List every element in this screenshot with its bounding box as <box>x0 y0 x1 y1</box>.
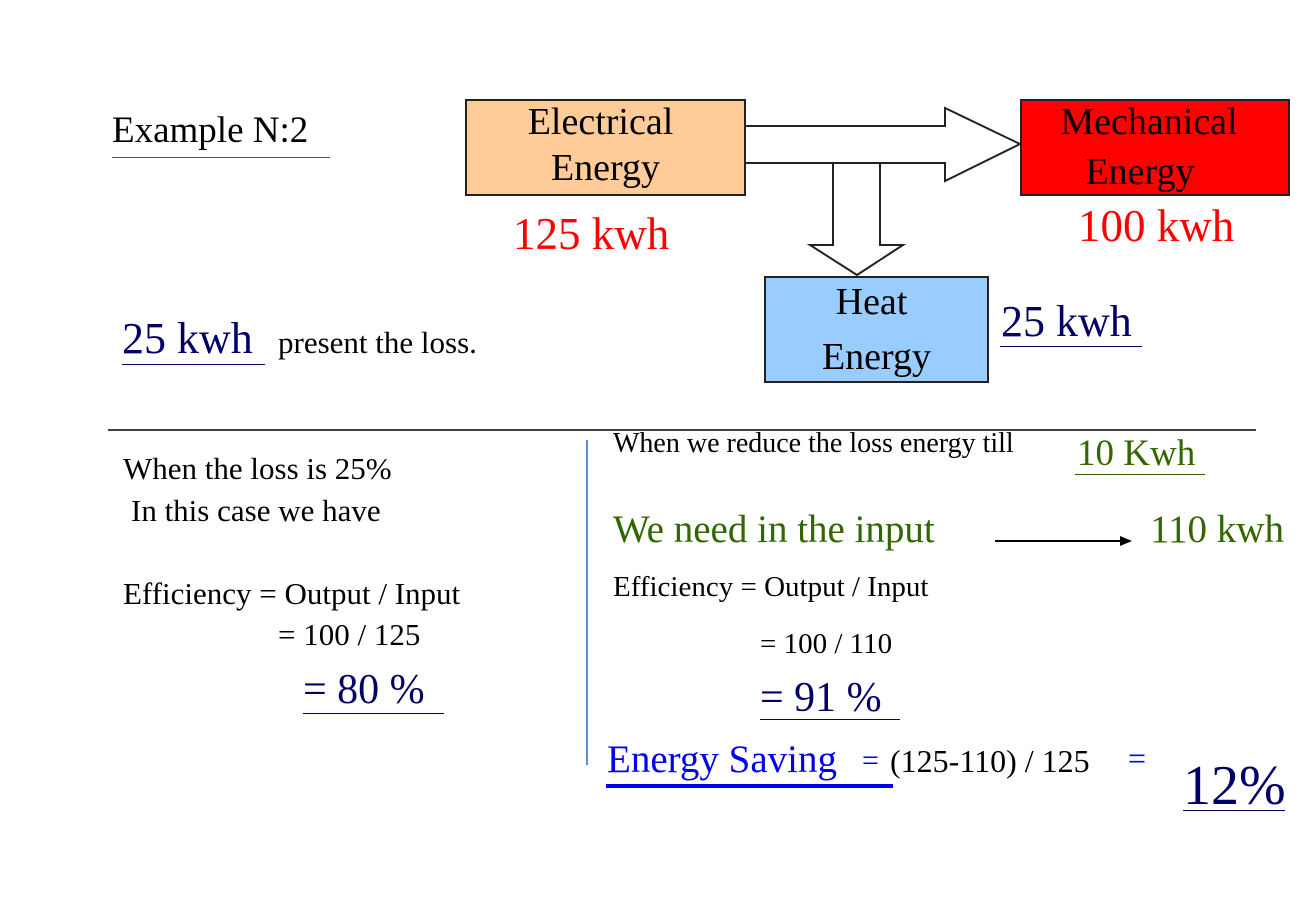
loss-value-underline <box>1000 346 1142 347</box>
saving-eq2: = <box>1128 740 1147 776</box>
need-value: 110 kwh <box>1150 508 1284 551</box>
box-label: Electrical <box>527 101 674 143</box>
box-label: Energy <box>550 147 661 189</box>
reduced-loss-underline <box>1075 474 1205 475</box>
box-label: Energy <box>1085 151 1195 193</box>
left-result-underline <box>303 713 444 714</box>
mechanical-energy-box: Mechanical Energy <box>1020 99 1290 196</box>
left-formula: Efficiency = Output / Input <box>123 576 461 611</box>
left-result: = 80 % <box>303 667 425 713</box>
reduced-loss-value: 10 Kwh <box>1077 433 1196 474</box>
energy-saving-label: Energy Saving <box>607 738 838 781</box>
left-calc: = 100 / 125 <box>278 617 421 652</box>
left-line2: In this case we have <box>131 493 381 528</box>
saving-calc: (125-110) / 125 <box>890 743 1090 779</box>
loss-value: 25 kwh <box>1001 297 1132 346</box>
loss-note-value: 25 kwh <box>122 314 253 363</box>
electrical-energy-box: Electrical Energy <box>465 99 746 196</box>
need-text: We need in the input <box>613 508 935 551</box>
heat-energy-box: Heat Energy <box>764 276 989 383</box>
box-label: Heat <box>835 281 908 323</box>
right-line1: When we reduce the loss energy till <box>613 428 1014 459</box>
right-formula: Efficiency = Output / Input <box>613 571 929 603</box>
left-line1: When the loss is 25% <box>123 451 392 486</box>
box-label: Mechanical <box>1060 101 1238 143</box>
down-arrow <box>806 162 907 277</box>
saving-result: 12% <box>1183 755 1286 817</box>
box-label: Energy <box>821 336 932 378</box>
right-arrow <box>744 106 1023 183</box>
right-calc: = 100 / 110 <box>760 628 893 660</box>
right-result-underline <box>760 719 900 720</box>
output-value: 100 kwh <box>1078 201 1235 251</box>
loss-note-text: present the loss. <box>278 325 477 360</box>
saving-result-underline <box>1183 810 1285 811</box>
slide-title: Example N:2 <box>112 110 309 151</box>
title-underline <box>112 157 330 158</box>
right-result: = 91 % <box>760 675 882 721</box>
saving-eq1: = <box>862 744 879 777</box>
energy-saving-underline <box>606 784 893 788</box>
input-value: 125 kwh <box>513 209 670 259</box>
loss-note-underline <box>122 364 265 365</box>
